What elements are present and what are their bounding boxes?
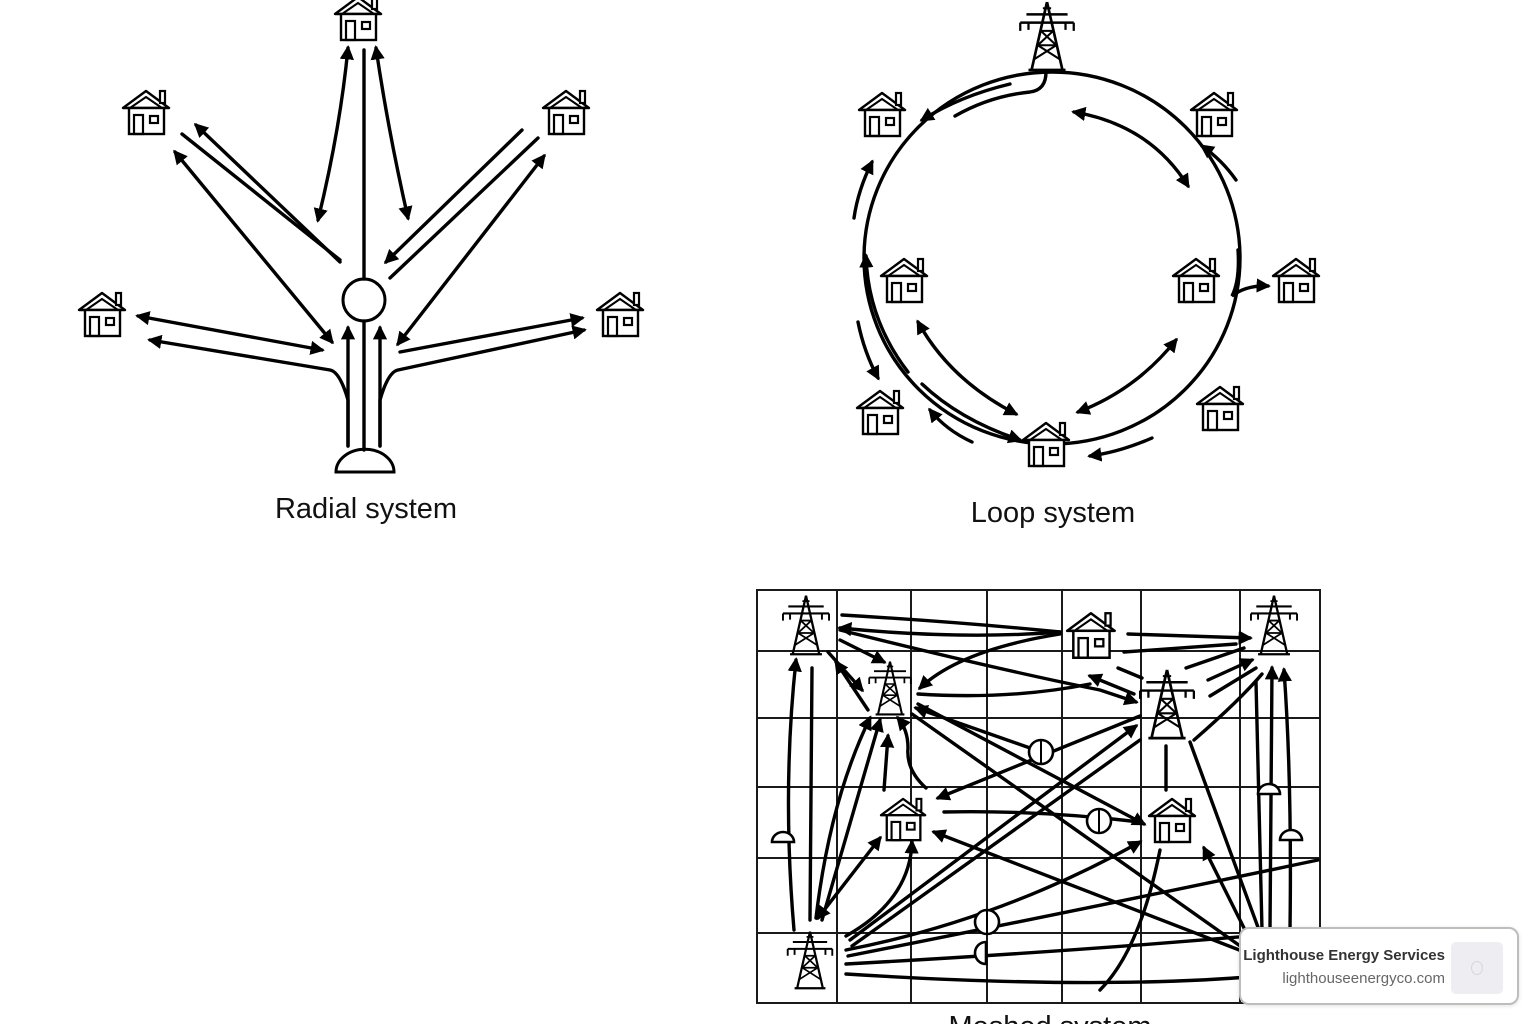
loop-house-2 <box>1189 91 1239 138</box>
mesh-tower-1-icon <box>781 594 831 656</box>
breaker-icon <box>1256 782 1282 796</box>
loop-flow-arrows <box>852 82 1271 462</box>
loop-house-7 <box>1195 385 1245 432</box>
lighthouse-icon <box>1451 942 1503 994</box>
loop-house-3 <box>879 257 929 304</box>
mesh-tower-5-icon <box>786 930 834 990</box>
radial-caption: Radial system <box>275 493 457 525</box>
substation-dome-icon <box>334 447 396 474</box>
meshed-caption: Meshed system <box>948 1011 1151 1024</box>
radial-feeders <box>135 45 587 452</box>
radial-house-right <box>595 291 645 338</box>
loop-house-8 <box>1021 421 1071 468</box>
breaker-icon <box>770 830 796 844</box>
source-url[interactable]: lighthouseenergyco.com <box>1282 970 1445 987</box>
mesh-tower-3-icon <box>1138 668 1196 740</box>
loop-house-1 <box>857 91 907 138</box>
meshed-system: Meshed system <box>756 589 1321 1024</box>
breaker-icon <box>1278 828 1304 842</box>
mesh-lines <box>786 613 1320 992</box>
radial-house-upper-left <box>121 89 171 136</box>
mesh-house-2 <box>879 797 927 842</box>
radial-house-left <box>77 291 127 338</box>
breaker-icon <box>973 940 988 966</box>
loop-source-tower-icon <box>1018 0 1076 72</box>
loop-house-4 <box>1171 257 1221 304</box>
loop-system: Loop system <box>852 0 1321 529</box>
radial-house-upper-right <box>541 89 591 136</box>
mesh-tower-4-icon <box>1249 594 1299 656</box>
mesh-house-1 <box>1065 611 1116 659</box>
radial-hub-node <box>341 277 387 323</box>
loop-house-6 <box>855 389 905 436</box>
mesh-switches <box>770 738 1304 966</box>
radial-system: Radial system <box>77 0 645 525</box>
loop-caption: Loop system <box>971 497 1135 529</box>
mesh-house-3 <box>1147 797 1197 844</box>
loop-house-5 <box>1271 257 1321 304</box>
radial-house-top <box>333 0 383 42</box>
mesh-tower-2-icon <box>867 660 913 716</box>
source-attribution-card[interactable]: Lighthouse Energy Services lighthouseene… <box>1239 927 1519 1005</box>
source-title: Lighthouse Energy Services <box>1243 947 1445 964</box>
